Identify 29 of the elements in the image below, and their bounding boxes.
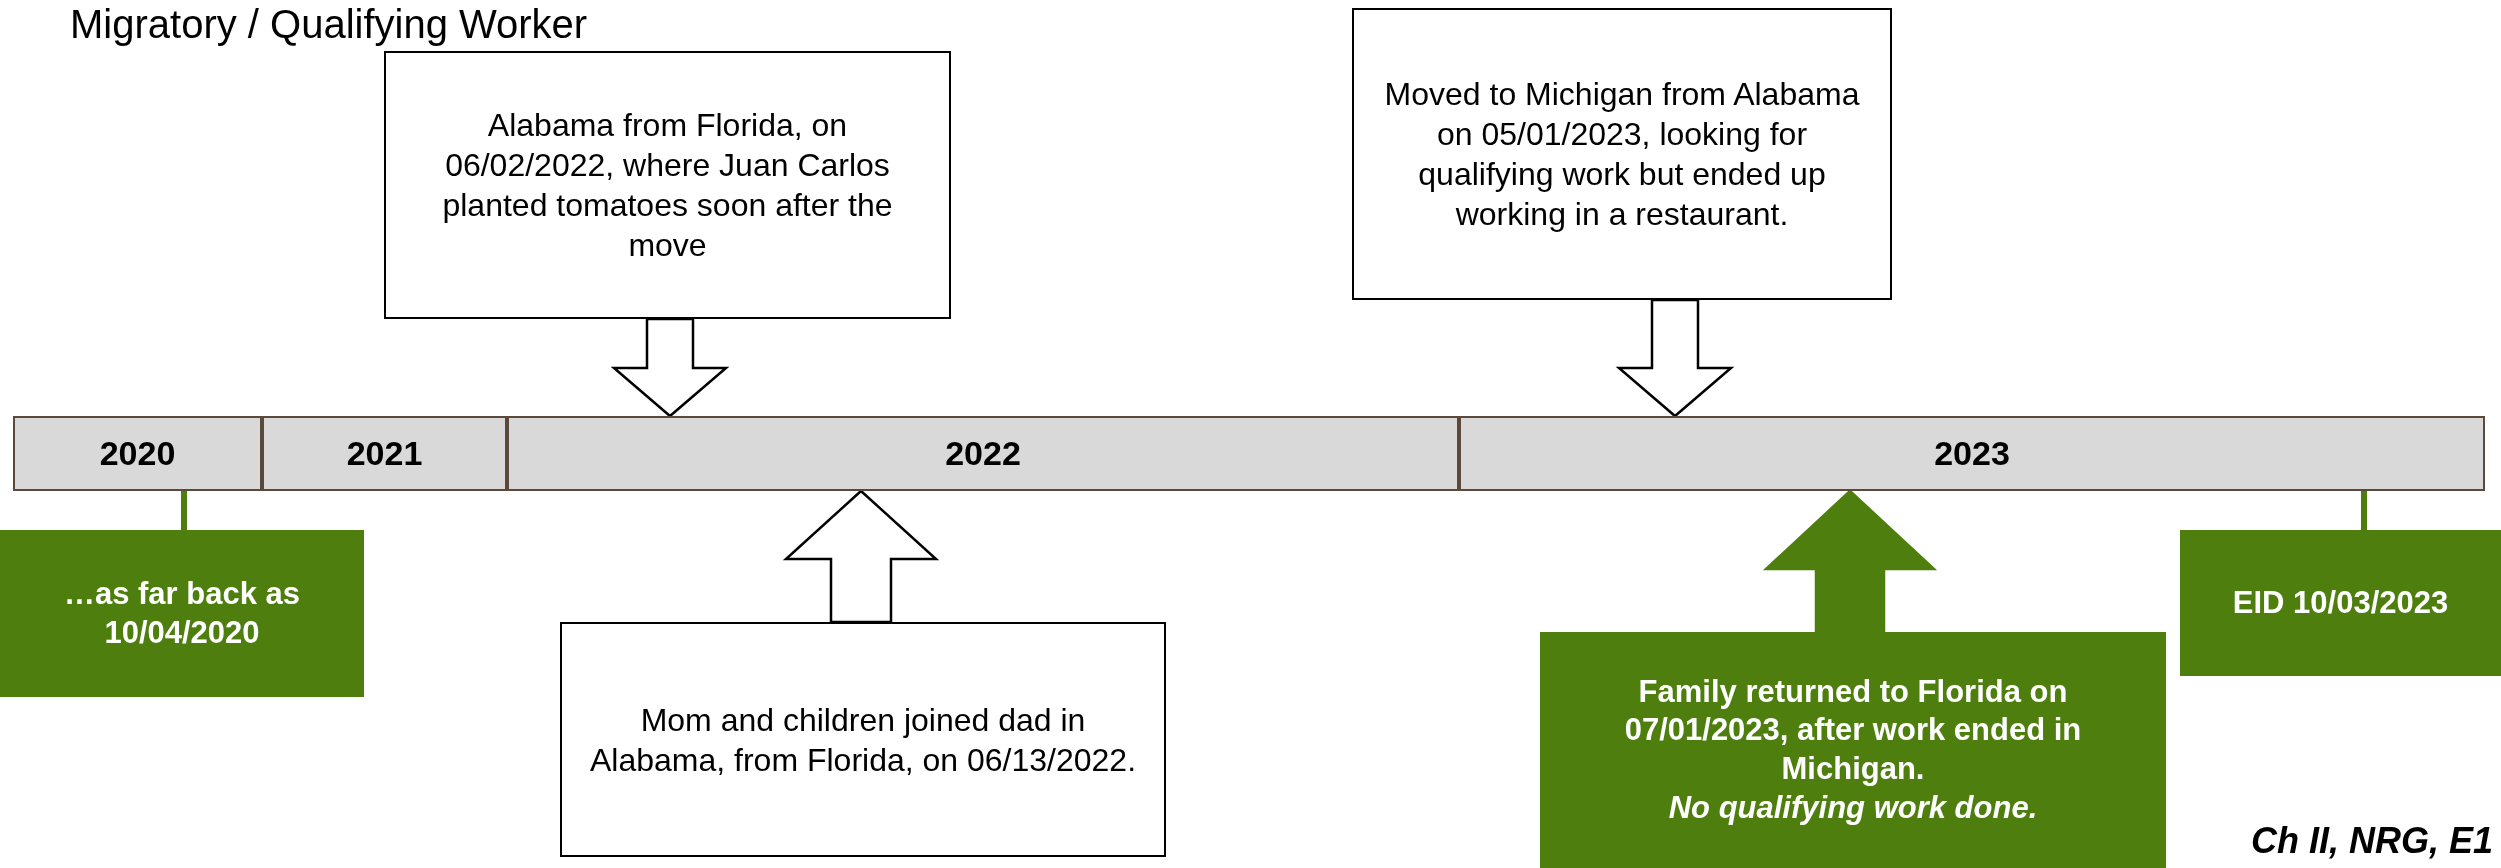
timeline-segment xyxy=(507,416,1459,491)
connector-line xyxy=(181,491,187,530)
callout-box xyxy=(1352,8,1892,300)
diagram-title: Migratory / Qualifying Worker xyxy=(70,1,588,48)
note-text: Moved to Michigan from Alabama on 05/01/2023, looking for qualifying work but ended up working in a restaurant. xyxy=(1383,75,1861,234)
note-text: …as far back as 10/04/2020 xyxy=(62,574,302,652)
block-arrow xyxy=(1762,489,1938,634)
connector-line xyxy=(2361,491,2367,530)
timeline-segment xyxy=(1459,416,2485,491)
timeline-segment xyxy=(262,416,507,491)
note-text: Family returned to Florida on 07/01/2023, after work ended in Michigan. xyxy=(1623,672,2083,788)
reference-note: Ch II, NRG, E1 xyxy=(2250,818,2493,862)
block-arrow xyxy=(782,489,940,624)
year-label: 2023 xyxy=(1934,433,2010,474)
year-label: 2020 xyxy=(99,433,176,474)
note-text: Alabama from Florida, on 06/02/2022, where Juan Carlos planted tomatoes soon after the move xyxy=(441,106,894,265)
note-box xyxy=(0,530,364,697)
year-label: 2021 xyxy=(346,433,423,474)
block-arrow xyxy=(610,317,730,418)
note-box xyxy=(2180,530,2501,676)
note-text: No qualifying work done. xyxy=(1668,788,2038,827)
timeline-segment xyxy=(13,416,262,491)
note-text: EID 10/03/2023 xyxy=(2232,583,2449,622)
block-arrow xyxy=(1615,298,1735,418)
callout-box xyxy=(560,622,1166,857)
note-box xyxy=(1540,632,2166,868)
callout-box xyxy=(384,51,951,319)
note-text: Mom and children joined dad in Alabama, from Florida, on 06/13/2022. xyxy=(588,700,1138,780)
year-label: 2022 xyxy=(945,433,1021,474)
